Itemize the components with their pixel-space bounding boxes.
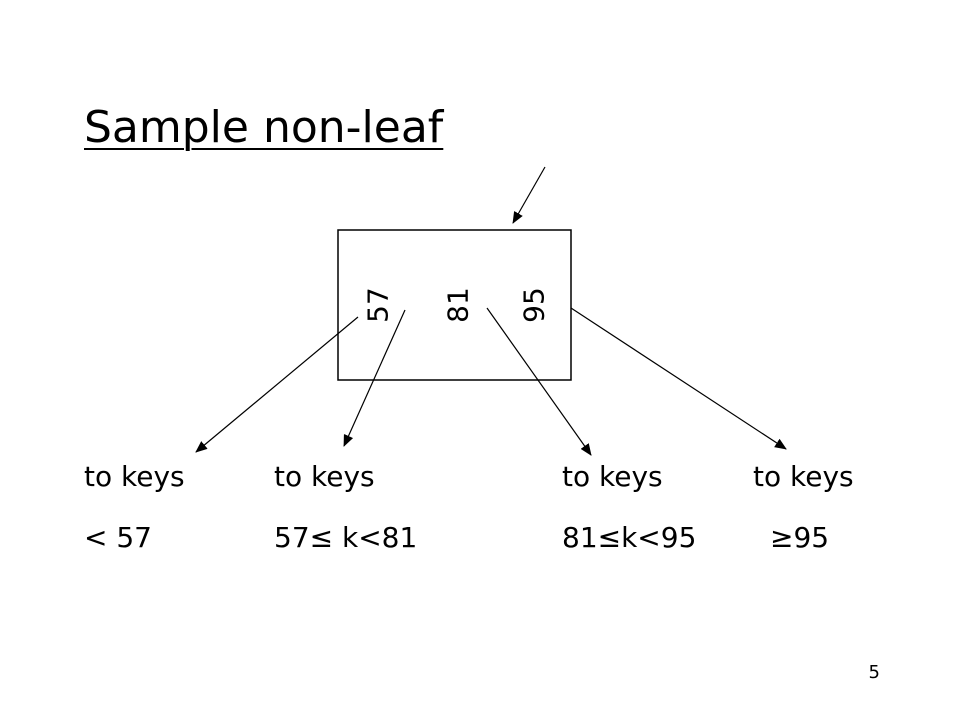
node-key-2: 81	[442, 287, 475, 323]
slide-title: Sample non-leaf	[84, 102, 444, 153]
incoming-pointer-arrow	[512, 166, 546, 224]
target-label-1-line1: to keys	[84, 460, 185, 493]
child-pointer-arrow-3	[486, 307, 592, 456]
child-pointer-arrow-2	[343, 309, 406, 447]
child-pointer-arrow-1	[195, 316, 359, 453]
target-label-3-line2: 81≤k<95	[562, 521, 697, 554]
node-box	[337, 229, 572, 381]
target-label-4-line1: to keys	[753, 460, 854, 493]
target-label-3-line1: to keys	[562, 460, 663, 493]
target-label-2-line2: 57≤ k<81	[274, 521, 418, 554]
page-number: 5	[868, 662, 880, 683]
target-label-1-line2: < 57	[84, 521, 152, 554]
node-key-3: 95	[518, 287, 551, 323]
node-key-1: 57	[362, 287, 395, 323]
target-label-4-line2: ≥95	[770, 521, 830, 554]
target-label-2-line1: to keys	[274, 460, 375, 493]
child-pointer-arrow-4	[570, 307, 787, 450]
